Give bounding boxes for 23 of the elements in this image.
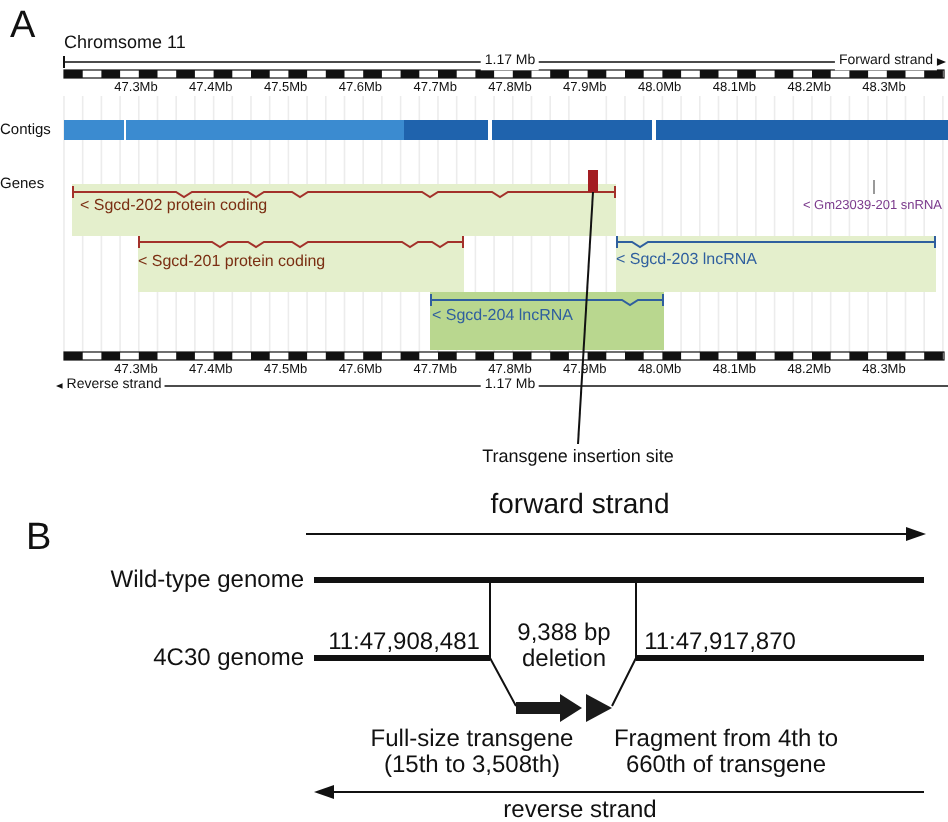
- coordinate-label: 11:47,908,481: [328, 628, 480, 656]
- genome-label: Wild-type genome: [110, 566, 304, 594]
- gene-band: [138, 236, 464, 292]
- gene-label: < Sgcd-203 lncRNA: [616, 252, 757, 270]
- coordinate-label: 11:47,917,870: [644, 628, 796, 656]
- transgene-label: Full-size transgene (15th to 3,508th): [368, 725, 576, 779]
- strand-label: reverse strand: [503, 796, 657, 822]
- gene-label: < Sgcd-202 protein coding: [80, 198, 268, 216]
- panel-letter: B: [26, 519, 52, 561]
- gene-band: [616, 236, 936, 292]
- gene-band: [430, 292, 664, 350]
- annotation-text: Transgene insertion site: [460, 444, 696, 468]
- insertion-marker: [588, 170, 598, 192]
- gene-label: < Sgcd-201 protein coding: [138, 254, 326, 272]
- panel-letter: A: [10, 7, 36, 49]
- strand-label: forward strand: [490, 488, 670, 520]
- gene-label: < Sgcd-204 lncRNA: [432, 308, 573, 326]
- gene-band: [72, 184, 616, 236]
- deletion-label: 9,388 bp deletion: [515, 619, 613, 673]
- leader-line: [577, 191, 594, 445]
- genome-label: 4C30 genome: [153, 644, 304, 672]
- chromosome-title: Chromsome 11: [64, 34, 186, 54]
- fragment-label: Fragment from 4th to 660th of transgene: [611, 725, 841, 779]
